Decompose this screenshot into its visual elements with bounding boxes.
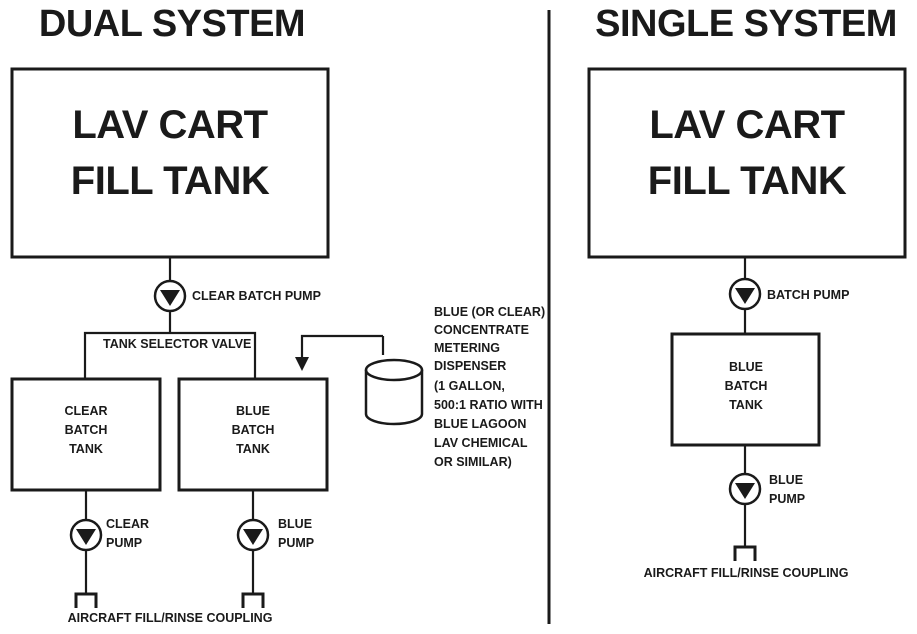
dual-clear-batch-tank-label-1: CLEAR (64, 404, 107, 418)
dual-blue-pump-label-2: PUMP (278, 536, 314, 550)
single-fill-tank-label-2: FILL TANK (648, 159, 847, 203)
dual-fill-tank-label-2: FILL TANK (71, 159, 270, 203)
dual-dispenser-label-2: CONCENTRATE (434, 323, 529, 337)
single-system-title: SINGLE SYSTEM (595, 3, 897, 45)
dual-tank-selector-valve-label: TANK SELECTOR VALVE (103, 337, 251, 351)
dual-dispenser-label-3: METERING (434, 341, 500, 355)
dual-blue-batch-tank-label-1: BLUE (236, 404, 270, 418)
dual-metering-dispenser-icon (364, 358, 424, 426)
single-blue-batch-tank-label-3: TANK (729, 398, 763, 412)
single-coupling-icon (733, 545, 757, 561)
dual-clear-batch-pump-label: CLEAR BATCH PUMP (192, 289, 321, 303)
dual-blue-batch-tank-label-3: TANK (236, 442, 270, 456)
single-blue-pump-label-1: BLUE (769, 473, 803, 487)
dual-blue-coupling-icon (241, 592, 265, 608)
dual-clear-batch-tank (10, 377, 162, 492)
dual-dispenser-label-7: BLUE LAGOON (434, 417, 526, 431)
dual-clear-batch-tank-label-3: TANK (69, 442, 103, 456)
single-fill-tank-label-1: LAV CART (649, 103, 844, 147)
single-fill-tank (587, 67, 907, 259)
single-blue-batch-tank-label-2: BATCH (725, 379, 768, 393)
single-batch-pump-icon (728, 277, 762, 311)
dual-dispenser-label-4: DISPENSER (434, 359, 506, 373)
dual-blue-pump-label-1: BLUE (278, 517, 312, 531)
dual-dispenser-arrow-icon (295, 357, 309, 371)
dual-dispenser-feed-line (300, 334, 383, 358)
dual-blue-batch-tank-label-2: BATCH (232, 423, 275, 437)
dual-tank-selector-valve-pipe (83, 331, 257, 379)
dual-coupling-label: AIRCRAFT FILL/RINSE COUPLING (68, 611, 273, 625)
single-blue-batch-tank-label-1: BLUE (729, 360, 763, 374)
dual-dispenser-label-6: 500:1 RATIO WITH (434, 398, 543, 412)
dual-system-title: DUAL SYSTEM (39, 3, 305, 45)
dual-dispenser-label-5: (1 GALLON, (434, 379, 505, 393)
dual-clear-coupling-icon (74, 592, 98, 608)
dual-clear-pump-label-2: PUMP (106, 536, 142, 550)
dual-blue-pump-icon (236, 518, 270, 552)
single-batch-pump-label: BATCH PUMP (767, 288, 849, 302)
dual-dispenser-label-9: OR SIMILAR) (434, 455, 512, 469)
single-coupling-label: AIRCRAFT FILL/RINSE COUPLING (644, 566, 849, 580)
single-blue-pump-icon (728, 472, 762, 506)
dual-blue-batch-tank (177, 377, 329, 492)
dual-clear-pump-icon (69, 518, 103, 552)
single-blue-pump-label-2: PUMP (769, 492, 805, 506)
dual-dispenser-label-8: LAV CHEMICAL (434, 436, 528, 450)
dual-clear-pump-label-1: CLEAR (106, 517, 149, 531)
dual-dispenser-label-1: BLUE (OR CLEAR) (434, 305, 545, 319)
dual-fill-tank (10, 67, 330, 259)
dual-clear-batch-tank-label-2: BATCH (65, 423, 108, 437)
dual-clear-batch-pump-icon (153, 279, 187, 313)
single-blue-batch-tank (670, 332, 821, 447)
dual-fill-tank-label-1: LAV CART (72, 103, 267, 147)
